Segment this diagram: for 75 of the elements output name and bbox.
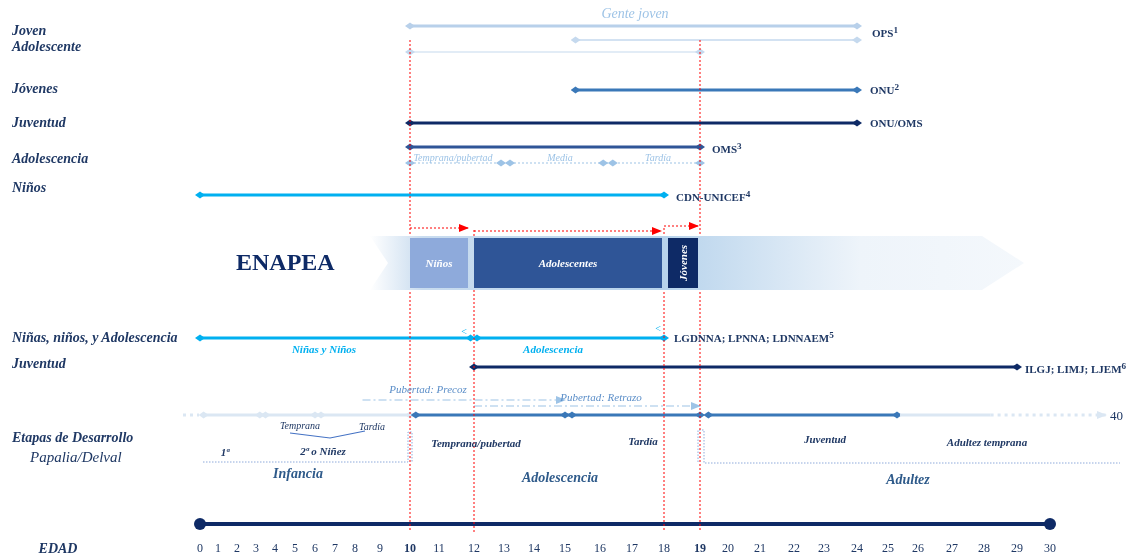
period-label: Adultez [886, 472, 930, 488]
stage-label: Temprana [279, 419, 321, 431]
age-tick-label: 30 [1044, 542, 1056, 556]
age-tick-label: 14 [528, 542, 540, 556]
age-tick-label: 13 [498, 542, 510, 556]
age-tick-label: 15 [559, 542, 571, 556]
period-label: Adolescencia [521, 470, 599, 486]
age-tick-label: 22 [788, 542, 800, 556]
age-tick-label: 0 [197, 542, 203, 556]
row-heading: Joven [12, 23, 47, 39]
age-tick-label: 7 [332, 542, 338, 556]
band-title: ENAPEA [236, 249, 335, 276]
row-heading: Niñas, niños, y Adolescencia [12, 330, 178, 346]
age-tick-label: 11 [433, 542, 445, 556]
stage-label: 1ª [220, 445, 230, 459]
age-tick-label: 4 [272, 542, 278, 556]
row-heading: Adolescencia [12, 151, 89, 167]
age-tick-label: 17 [626, 542, 638, 556]
source-label: ONU/OMS [870, 116, 923, 130]
age-tick-label: 21 [754, 542, 766, 556]
age-tick-label: 18 [658, 542, 670, 556]
range-label: Adolescencia [523, 342, 583, 356]
age-tick-label: 29 [1011, 542, 1023, 556]
age-tick-label: 2 [234, 542, 240, 556]
age-tick-label: 28 [978, 542, 990, 556]
stage-box: Niños [410, 238, 468, 288]
row-heading: EDAD [38, 541, 78, 557]
row-heading: Etapas de Desarrollo [12, 430, 134, 446]
age-tick-label: 1 [215, 542, 221, 556]
age-tick-label: 6 [312, 542, 318, 556]
stage-label: Tardía [628, 434, 658, 448]
range-label: Media [547, 151, 573, 163]
source-label: ILGJ; LIMJ; LJEM$^{6}$ [1025, 360, 1127, 376]
age-tick-label: 8 [352, 542, 358, 556]
range-label: Gente joven [601, 6, 669, 22]
range-label: Temprana/pubertad [413, 151, 493, 163]
range-label: Pubertad: Retrazo [560, 390, 642, 404]
age-tick-label: 5 [292, 542, 298, 556]
age-tick-label: 3 [253, 542, 259, 556]
row-heading: Jóvenes [12, 81, 58, 97]
age-tick-label: 27 [946, 542, 958, 556]
less-than-mark: < [655, 322, 661, 334]
row-heading: Niños [12, 180, 47, 196]
age-tick-label: 24 [851, 542, 863, 556]
stage-label: Juventud [803, 432, 847, 446]
age-tick-label: 26 [912, 542, 924, 556]
age-tick-label: 20 [722, 542, 734, 556]
age-tick-label: 12 [468, 542, 480, 556]
source-label: CDN-UNICEF$^{4}$ [676, 188, 751, 204]
stage-box: Adolescentes [474, 238, 662, 288]
stage-box: Jóvenes [668, 238, 698, 288]
age-tick-label: 9 [377, 542, 383, 556]
age-tick-label: 10 [404, 542, 416, 556]
age-tick-label: 23 [818, 542, 830, 556]
stage-label: Adultez temprana [946, 435, 1028, 449]
stage-label: Temprana/pubertad [431, 436, 521, 450]
row-heading: Juventud [12, 115, 66, 131]
row-heading: Adolescente [12, 39, 82, 55]
source-label: ONU$^{2}$ [870, 81, 900, 97]
period-label: Infancia [273, 466, 323, 482]
age-tick-label: 19 [694, 542, 706, 556]
range-label: Niñas y Niños [291, 342, 357, 356]
source-label: LGDNNA; LPNNA; LDNNAEM$^{5}$ [674, 329, 834, 345]
stage-label: Tardía [359, 420, 385, 432]
stage-label: 2ª o Niñez [300, 444, 346, 458]
source-label: OPS$^{1}$ [872, 24, 898, 40]
range-label: Tardía [645, 151, 671, 163]
age-tick-label: 16 [594, 542, 606, 556]
age-tick-label: 25 [882, 542, 894, 556]
source-label: OMS$^{3}$ [712, 140, 742, 156]
row-heading: Juventud [12, 356, 66, 372]
less-than-mark: < [461, 325, 467, 337]
axis-end-label: 40 [1110, 408, 1123, 424]
range-label: Pubertad: Precoz [389, 382, 467, 396]
row-subheading: Papalia/Delval [30, 448, 122, 466]
